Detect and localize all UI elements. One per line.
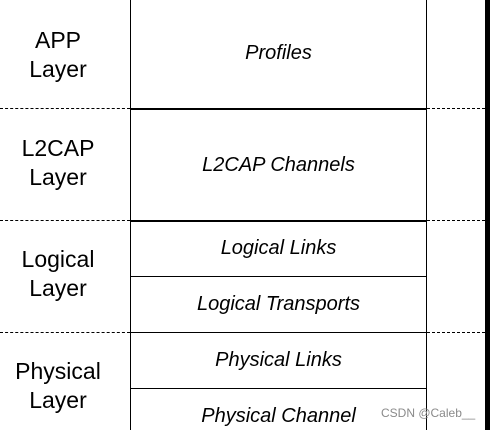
column-right-border	[426, 0, 427, 430]
layer-separator-l2cap-left	[0, 220, 130, 221]
layer-label-l2cap-line2: Layer	[29, 164, 87, 190]
layer-label-app-line2: Layer	[29, 56, 87, 82]
box-physical-links: Physical Links	[215, 349, 342, 371]
layer-label-l2cap: L2CAP Layer	[0, 134, 116, 192]
layer-label-app: APP Layer	[0, 26, 116, 84]
layer-label-physical-line1: Physical	[15, 358, 101, 384]
layer-separator-app-left	[0, 108, 130, 109]
layer-label-logical: Logical Layer	[0, 245, 116, 303]
layer-separator-l2cap-right	[427, 220, 485, 221]
box-l2cap-channels: L2CAP Channels	[202, 154, 355, 176]
layer-label-physical: Physical Layer	[0, 357, 116, 415]
box-logical-links: Logical Links	[220, 237, 337, 259]
layer-label-logical-line2: Layer	[29, 275, 87, 301]
layer-separator-logical-left	[0, 332, 130, 333]
layer-label-physical-line2: Layer	[29, 387, 87, 413]
right-edge-bar	[485, 0, 490, 430]
layer-separator-app-right	[427, 108, 485, 109]
box-border-physical-links-bottom	[130, 388, 427, 389]
box-border-l2cap-bottom	[130, 220, 427, 222]
watermark-text: CSDN @Caleb__	[381, 406, 476, 420]
layer-label-logical-line1: Logical	[21, 246, 95, 272]
box-border-logical-transports-bottom	[130, 332, 427, 333]
box-profiles: Profiles	[245, 42, 312, 64]
layer-separator-logical-right	[427, 332, 485, 333]
box-physical-channel: Physical Channel	[201, 405, 356, 427]
box-logical-transports: Logical Transports	[196, 293, 361, 315]
box-border-profiles-bottom	[130, 108, 427, 110]
box-border-logical-links-bottom	[130, 276, 427, 277]
layer-label-app-line1: APP	[34, 27, 82, 53]
layer-label-l2cap-line1: L2CAP	[21, 135, 95, 161]
column-left-border	[130, 0, 131, 430]
